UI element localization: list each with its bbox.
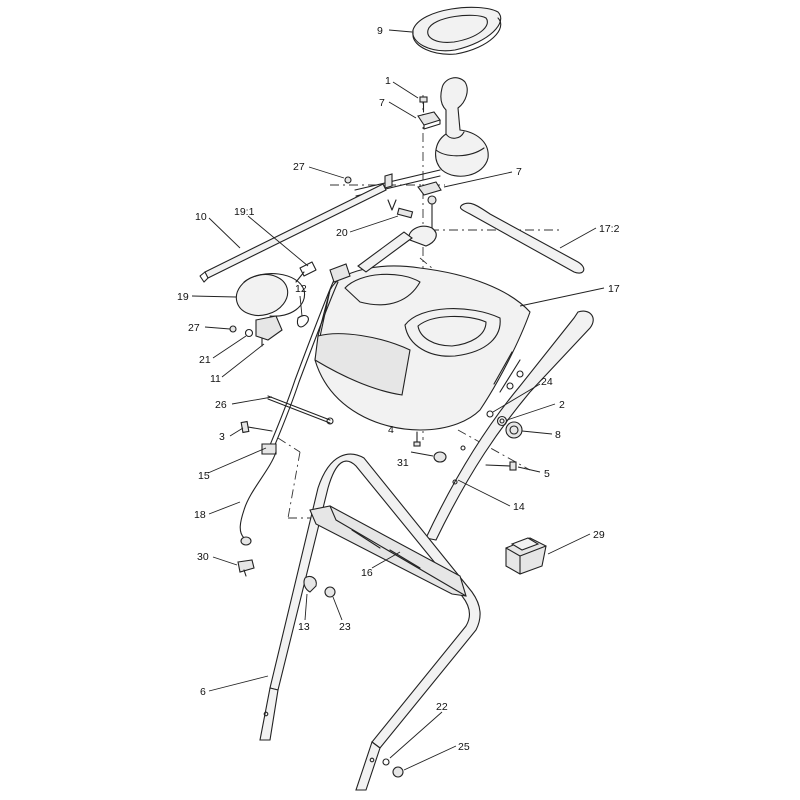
callout-20: 20 — [336, 227, 348, 239]
callout-27-lower: 27 — [188, 322, 200, 334]
part-5-bolt — [485, 461, 517, 471]
callout-2: 2 — [559, 399, 565, 411]
callout-27-upper: 27 — [293, 161, 305, 173]
callout-17-2: 17:2 — [599, 223, 620, 235]
callout-19-1: 19:1 — [234, 206, 255, 218]
callout-18: 18 — [194, 509, 206, 521]
part-4-screw — [413, 431, 421, 447]
part-31-nut — [433, 451, 447, 463]
part-24-washer — [486, 410, 494, 418]
part-6-lower-handle — [259, 453, 481, 791]
callout-13: 13 — [298, 621, 310, 633]
callout-12: 12 — [295, 283, 307, 295]
shift-rod-assembly — [344, 169, 442, 231]
callout-9: 9 — [377, 25, 383, 37]
callout-16: 16 — [361, 567, 373, 579]
shift-lever-boot — [435, 77, 489, 177]
callout-22: 22 — [436, 701, 448, 713]
callout-19: 19 — [177, 291, 189, 303]
callout-29: 29 — [593, 529, 605, 541]
part-14-upper-handle — [357, 225, 594, 541]
callout-26: 26 — [215, 399, 227, 411]
part-18-ground-wire — [239, 451, 277, 546]
callout-3: 3 — [219, 431, 225, 443]
callout-31: 31 — [397, 457, 409, 469]
part-29-switch — [505, 537, 547, 575]
callout-8: 8 — [555, 429, 561, 441]
part-23-nut — [324, 586, 336, 598]
part-13-bolt — [303, 575, 317, 593]
part-10-rod — [199, 183, 387, 283]
part-30-clip — [237, 559, 255, 577]
part-12-clip — [296, 315, 309, 328]
leader-lines — [191, 29, 605, 771]
callout-25: 25 — [458, 741, 470, 753]
callout-4: 4 — [388, 424, 394, 436]
callout-11: 11 — [210, 373, 221, 385]
part-19-headlamp — [235, 261, 317, 317]
part-11-lamp-bracket — [229, 315, 283, 347]
part-3-bolt — [240, 420, 273, 434]
callout-17: 17 — [608, 283, 620, 295]
callout-1: 1 — [385, 75, 391, 87]
callout-7-lower: 7 — [516, 166, 522, 178]
part-8-knob — [505, 421, 523, 439]
part-2-spacer — [496, 415, 508, 427]
callout-14: 14 — [513, 501, 525, 513]
part-1-bolt — [419, 96, 428, 113]
callout-30: 30 — [197, 551, 209, 563]
callout-5: 5 — [544, 468, 550, 480]
part-17-dash-panel — [314, 265, 531, 431]
callout-labels: 9 1 7 27 7 10 19:1 20 17:2 12 19 17 27 2… — [177, 25, 620, 753]
callout-24: 24 — [541, 376, 553, 388]
callout-15: 15 — [198, 470, 210, 482]
part-22-washer — [382, 758, 390, 766]
part-7-bracket-upper — [417, 111, 441, 130]
part-16-cross-brace — [309, 505, 467, 597]
part-17-2-trim-strip — [459, 202, 585, 274]
part-26-cable-tie — [267, 395, 334, 425]
part-15-wire-harness — [261, 263, 351, 455]
part-9-bezel — [412, 6, 502, 55]
callout-21: 21 — [199, 354, 211, 366]
callout-6: 6 — [200, 686, 206, 698]
part-25-bolt — [392, 766, 404, 778]
callout-7-upper: 7 — [379, 97, 385, 109]
callout-10: 10 — [195, 211, 207, 223]
callout-23: 23 — [339, 621, 351, 633]
